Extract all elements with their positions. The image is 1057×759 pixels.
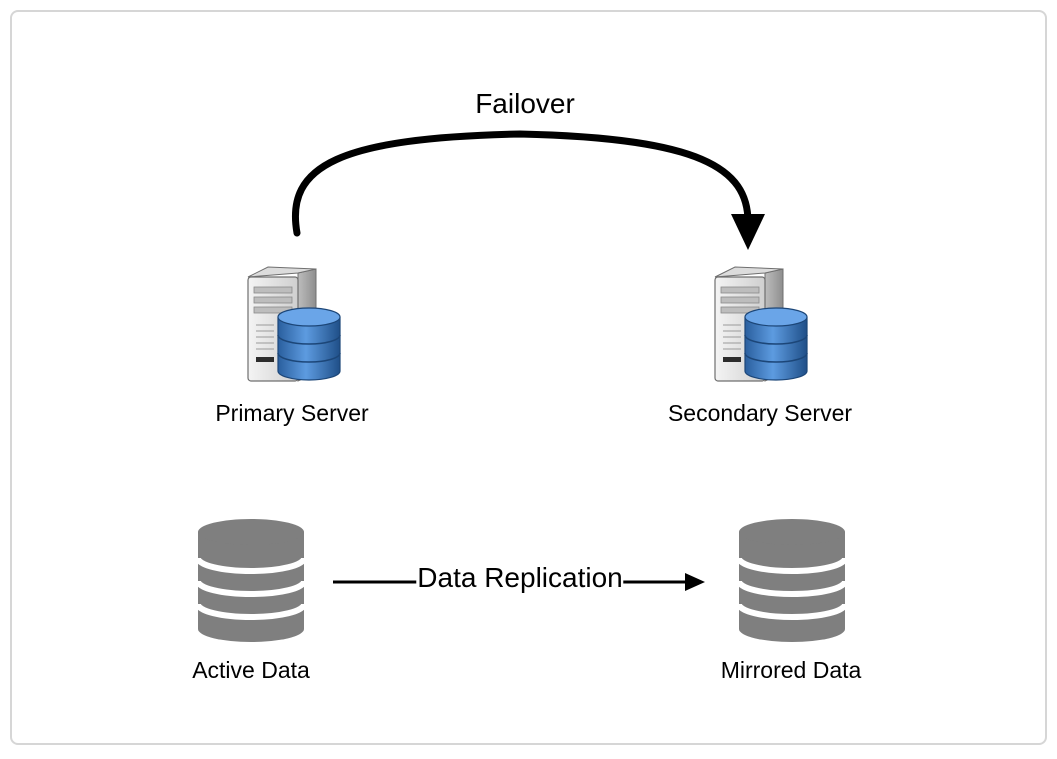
replication-label: Data Replication [416, 562, 624, 593]
primary-server-label: Primary Server [215, 400, 369, 426]
mirrored-data-label: Mirrored Data [720, 657, 862, 683]
failover-label: Failover [475, 88, 575, 119]
server-database-icon [247, 266, 341, 382]
secondary-server-label: Secondary Server [667, 400, 853, 426]
database-icon [198, 519, 304, 642]
replication-arrowhead [685, 573, 705, 591]
failover-arrow [292, 130, 752, 237]
database-icon [739, 519, 845, 642]
failover-arrowhead [731, 214, 765, 250]
active-data-label: Active Data [192, 657, 310, 683]
server-database-icon [714, 266, 808, 382]
